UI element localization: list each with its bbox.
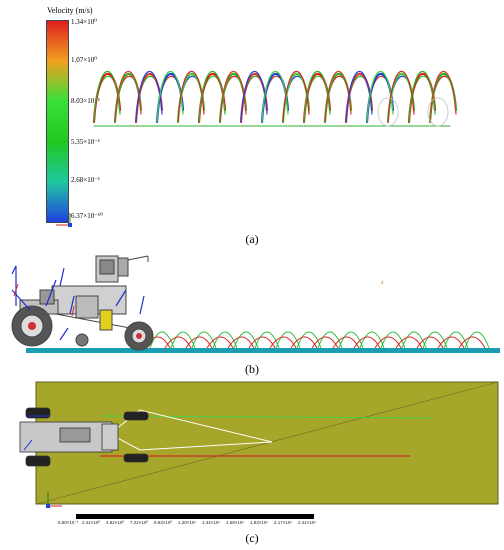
scale-tick-9: 2.17×10¹ bbox=[274, 520, 292, 525]
green-trajectory-arc bbox=[191, 331, 217, 349]
green-trajectory-arc bbox=[296, 331, 322, 349]
green-trajectory-arc bbox=[380, 331, 406, 349]
green-trajectory-arc bbox=[443, 331, 469, 349]
green-trajectory-arc bbox=[233, 331, 259, 349]
green-trajectory-arc bbox=[359, 331, 385, 349]
red-trajectory-arc bbox=[458, 336, 486, 349]
red-trajectory-arc bbox=[395, 336, 423, 349]
tractor-side-view: z bbox=[11, 255, 500, 353]
scale-tick-0: 5.50×10⁻¹ bbox=[58, 520, 79, 525]
velocity-colorbar bbox=[46, 20, 69, 223]
axis-triad-icon bbox=[46, 492, 62, 508]
streamline-arc bbox=[429, 70, 457, 123]
green-trajectory-arc bbox=[275, 331, 301, 349]
red-trajectory-arc bbox=[437, 336, 465, 349]
legend-tick-4: 5.35×10⁻¹ bbox=[71, 138, 100, 146]
red-trajectory-arc bbox=[332, 336, 360, 349]
scale-tick-5: 1.20×10¹ bbox=[178, 520, 196, 525]
red-trajectory-arc bbox=[353, 336, 381, 349]
legend-tick-5: 2.68×10⁻¹ bbox=[71, 176, 100, 184]
red-trajectory-arc bbox=[227, 336, 255, 349]
green-trajectory-arc bbox=[149, 331, 175, 349]
velocity-legend-title: Velocity (m/s) bbox=[47, 6, 93, 15]
top-view-field bbox=[19, 381, 499, 519]
scale-tick-3: 7.22×10⁰ bbox=[130, 520, 149, 525]
red-trajectory-arc bbox=[416, 336, 444, 349]
green-trajectory-arc bbox=[338, 331, 364, 349]
green-trajectory-arc bbox=[317, 331, 343, 349]
red-trajectory-arc bbox=[206, 336, 234, 349]
ground-plate bbox=[26, 348, 500, 353]
red-trajectory-arc bbox=[164, 336, 192, 349]
scale-tick-6: 1.44×10¹ bbox=[202, 520, 220, 525]
scale-tick-1: 2.41×10⁰ bbox=[82, 520, 101, 525]
legend-tick-min: 6.37×10⁻¹⁰ bbox=[71, 212, 103, 220]
legend-tick-2: 1.07×10⁰ bbox=[71, 56, 98, 64]
legend-tick-3: 8.03×10⁻¹ bbox=[71, 97, 100, 105]
tractor-machine bbox=[11, 255, 154, 351]
scale-tick-7: 1.69×10¹ bbox=[226, 520, 244, 525]
green-trajectory-arc bbox=[401, 331, 427, 349]
scale-tick-8: 1.93×10¹ bbox=[250, 520, 268, 525]
red-trajectory-arc bbox=[290, 336, 318, 349]
legend-tick-max: 1.34×10⁰ bbox=[71, 18, 98, 26]
green-trajectory-arc bbox=[254, 331, 280, 349]
caption-c: (c) bbox=[245, 531, 259, 545]
red-trajectory-arc bbox=[311, 336, 339, 349]
caption-b: (b) bbox=[245, 362, 259, 376]
svg-text:z: z bbox=[381, 280, 384, 286]
green-trajectory-arc bbox=[170, 331, 196, 349]
scale-tick-4: 9.63×10⁰ bbox=[154, 520, 173, 525]
green-trajectory-arc bbox=[422, 331, 448, 349]
axis-triad-icon bbox=[56, 213, 72, 227]
caption-a: (a) bbox=[245, 232, 259, 246]
green-trajectory-arc bbox=[464, 331, 490, 349]
green-trajectory-arc bbox=[212, 331, 238, 349]
velocity-streamlines-3d bbox=[92, 70, 458, 127]
scale-tick-2: 4.82×10⁰ bbox=[106, 520, 125, 525]
red-trajectory-arc bbox=[269, 336, 297, 349]
tractor-top-view bbox=[19, 407, 149, 467]
red-trajectory-arc bbox=[248, 336, 276, 349]
scale-tick-10: 2.41×10¹ bbox=[298, 520, 316, 525]
velocity-scale-bar bbox=[76, 514, 314, 519]
scale-ticks: 5.50×10⁻¹ 2.41×10⁰ 4.82×10⁰ 7.22×10⁰ 9.6… bbox=[58, 520, 328, 528]
red-trajectory-arc bbox=[185, 336, 213, 349]
red-trajectory-arc bbox=[374, 336, 402, 349]
